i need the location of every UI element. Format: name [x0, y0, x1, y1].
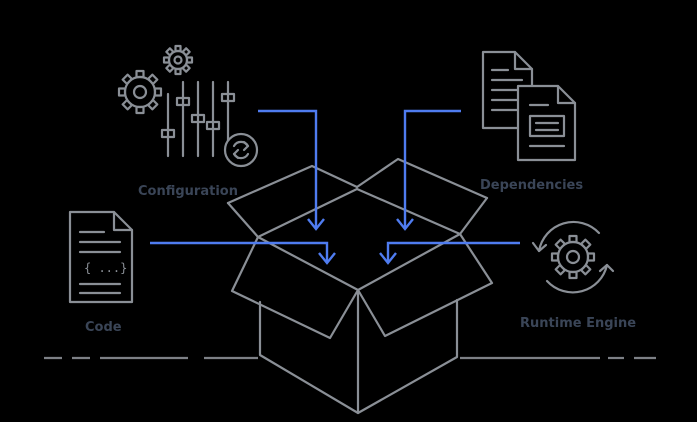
arrow-configuration: [258, 109, 325, 231]
code-file-icon: { ...}: [68, 210, 134, 304]
gears-sliders-icon: [117, 44, 259, 168]
runtime-engine-label: Runtime Engine: [520, 316, 636, 331]
code-label: Code: [85, 320, 122, 335]
code-snippet: { ...}: [84, 261, 127, 275]
arrow-runtime-engine: [379, 241, 520, 265]
open-box-icon: [226, 157, 494, 415]
runtime-gear-icon: [531, 220, 615, 294]
configuration-label: Configuration: [138, 184, 238, 199]
dependencies-label: Dependencies: [480, 178, 583, 193]
documents-icon: [481, 50, 577, 162]
arrow-dependencies: [396, 109, 461, 231]
arrow-code: [150, 241, 336, 265]
